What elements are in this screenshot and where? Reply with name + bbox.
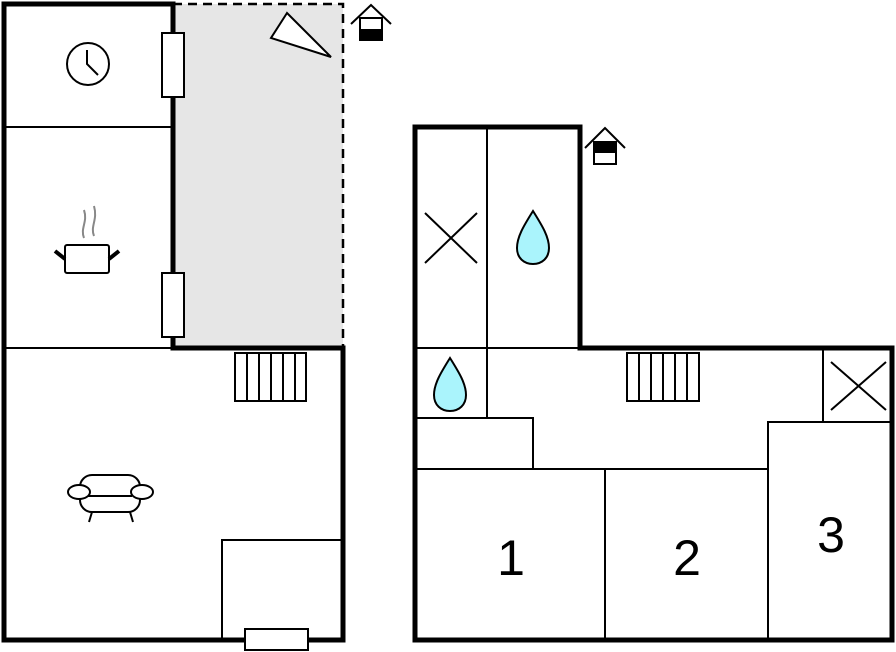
sofa-icon <box>67 474 154 523</box>
stairs-icon <box>626 352 700 402</box>
cross-icon <box>830 361 887 411</box>
bedroom-3-label: 3 <box>817 507 845 563</box>
water-drop-icon <box>515 209 551 266</box>
upper-floor: 1 2 3 <box>412 124 895 643</box>
cooking-pot-icon <box>53 205 121 274</box>
ground-floor <box>1 1 392 651</box>
outer-wall <box>412 124 895 643</box>
window <box>161 272 185 338</box>
window <box>161 32 185 98</box>
bedroom-1-label: 1 <box>497 530 525 586</box>
interior-room <box>221 539 343 640</box>
window <box>244 628 309 651</box>
house-level-icon <box>350 3 392 41</box>
north-compass-icon <box>269 11 332 58</box>
bedroom-2-label: 2 <box>673 530 701 586</box>
stairs-icon <box>234 352 307 402</box>
water-drop-icon <box>432 356 468 413</box>
terrace-outline <box>173 2 345 348</box>
clock-icon <box>66 42 110 86</box>
house-level-icon <box>584 126 626 165</box>
cross-icon <box>424 212 478 264</box>
terrace <box>173 4 343 348</box>
interior-walls <box>415 127 892 640</box>
